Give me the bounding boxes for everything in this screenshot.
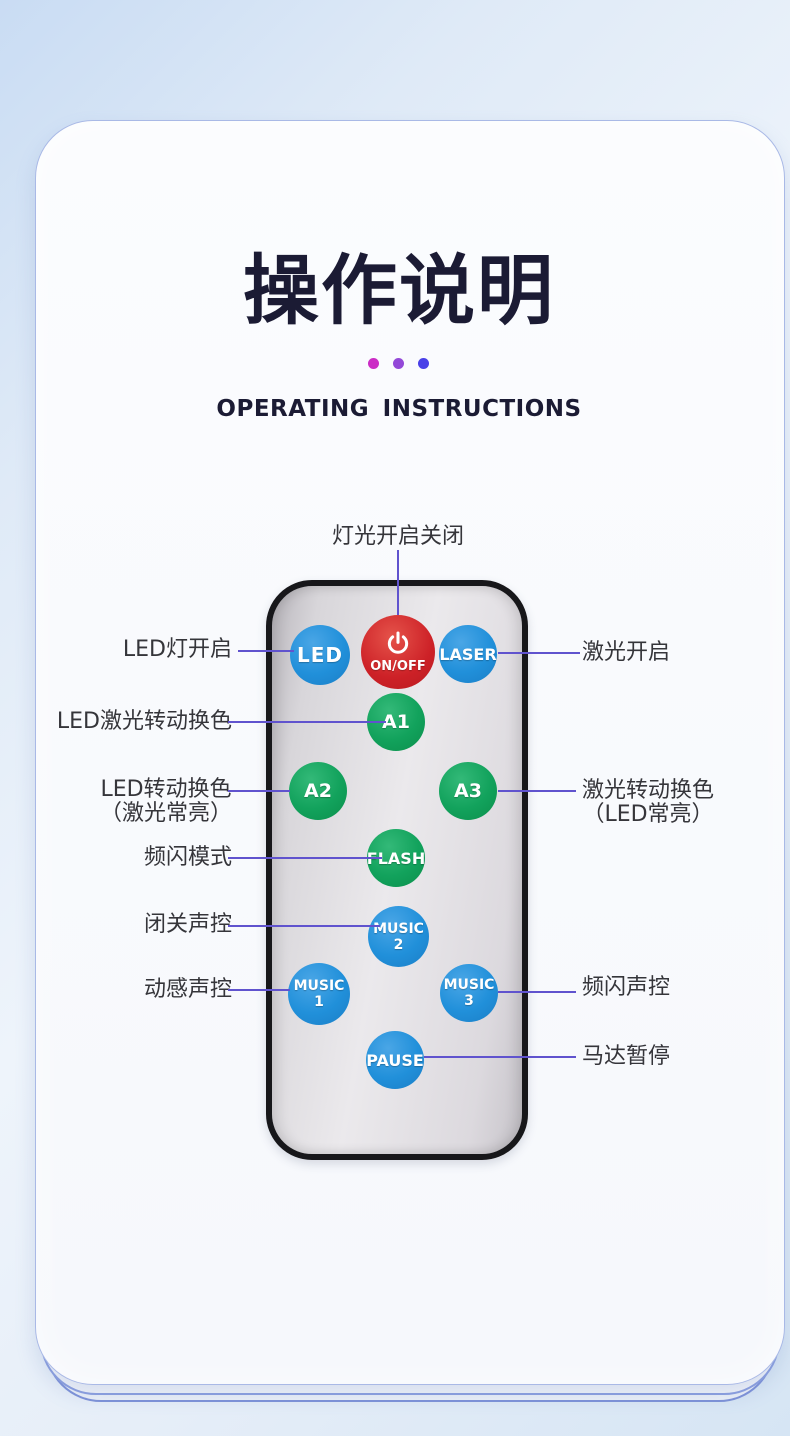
button-label: LED [296, 643, 343, 667]
callout-label-motor-pause: 马达暂停 [582, 1044, 671, 1069]
callout-line-pause [424, 1056, 576, 1058]
callout-label-line: LED转动换色 [100, 777, 232, 802]
callout-label-sound-off: 闭关声控 [143, 912, 232, 937]
page-subtitle: OPERATING INSTRUCTIONS [216, 396, 582, 422]
callout-line-music2 [228, 925, 380, 927]
callout-label-power: 灯光开启关闭 [331, 524, 464, 549]
remote-button-music2: MUSIC 2 [368, 906, 429, 967]
callout-line-a3 [498, 790, 576, 792]
title-divider-dots [3, 357, 790, 369]
button-label: FLASH [366, 848, 426, 868]
callout-line-power [397, 550, 399, 615]
remote-control: LED ON/OFF LASER A1 A2 A3 FLASH MUSIC 2 [266, 580, 528, 1160]
remote-button-a3: A3 [439, 762, 497, 820]
callout-line-led [238, 650, 294, 652]
callout-label-led-on: LED灯开启 [122, 637, 232, 662]
button-label: PAUSE [366, 1050, 424, 1070]
remote-button-pause: PAUSE [366, 1031, 424, 1089]
callout-label-line: （LED常亮） [582, 802, 714, 827]
remote-button-led: LED [290, 625, 350, 685]
button-label: 3 [464, 993, 474, 1009]
callout-label-line: （激光常亮） [99, 801, 232, 826]
button-label: MUSIC [293, 978, 345, 994]
button-label: A3 [454, 780, 482, 802]
remote-button-music3: MUSIC 3 [440, 964, 498, 1022]
callout-line-a2 [228, 790, 290, 792]
callout-label-led-rotate: LED转动换色 （激光常亮） [100, 778, 232, 826]
remote-button-onoff: ON/OFF [361, 615, 435, 689]
button-label: MUSIC [443, 977, 495, 993]
remote-button-a2: A2 [289, 762, 347, 820]
callout-label-strobe-sound: 频闪声控 [582, 975, 671, 1000]
remote-button-laser: LASER [439, 625, 497, 683]
divider-dot-blue [417, 357, 429, 369]
callout-line-music1 [228, 989, 290, 991]
callout-line-music3 [498, 991, 576, 993]
callout-label-strobe-mode: 频闪模式 [143, 845, 232, 870]
callout-line-a1 [228, 721, 386, 723]
callout-line-flash [228, 857, 382, 859]
power-icon [387, 631, 409, 654]
button-label: MUSIC [373, 920, 424, 937]
button-label: LASER [439, 644, 497, 664]
button-label: A2 [304, 780, 332, 802]
callout-label-line: 激光转动换色 [582, 778, 715, 803]
callout-label-laser-on: 激光开启 [582, 640, 671, 665]
button-label: 2 [393, 936, 404, 953]
callout-label-dynamic-sound: 动感声控 [143, 977, 232, 1002]
callout-label-led-laser-rotate: LED激光转动换色 [56, 709, 232, 734]
callout-line-laser [498, 652, 580, 654]
callout-label-laser-rotate: 激光转动换色 （LED常亮） [582, 779, 714, 827]
divider-dot-purple [392, 357, 404, 369]
page-title: 操作说明 [243, 246, 555, 335]
button-label: 1 [314, 994, 324, 1010]
button-label: A1 [382, 711, 410, 733]
button-label: ON/OFF [370, 659, 426, 674]
divider-dot-magenta [367, 357, 379, 369]
remote-button-music1: MUSIC 1 [288, 963, 350, 1025]
